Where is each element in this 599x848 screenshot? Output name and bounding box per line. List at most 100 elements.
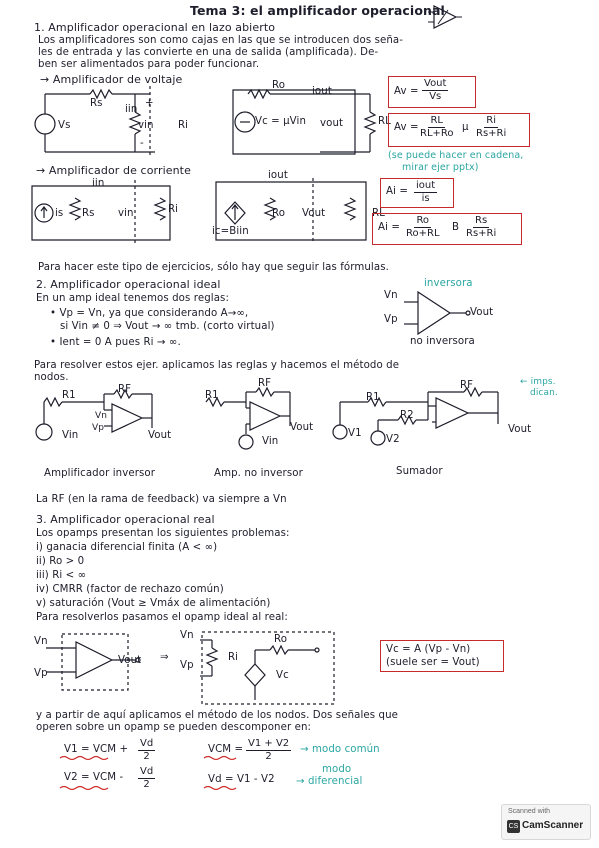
inv-vp: Vp — [92, 423, 105, 433]
section-2-heading: 2. Amplificador operacional ideal — [36, 278, 221, 291]
noinv-vin: Vin — [262, 436, 279, 447]
label-vc: Vc = μVin — [255, 116, 306, 127]
v1-frac-num: Vd — [138, 738, 156, 751]
page-title: Tema 3: el amplificador operacional — [190, 3, 445, 18]
caption-summing: Sumador — [396, 466, 443, 477]
noinv-vout: Vout — [290, 422, 314, 433]
cur-label-ro: Ro — [272, 208, 286, 219]
ai2-frac1: Ro Ro+RL — [406, 215, 440, 240]
label-ro: Ro — [272, 80, 286, 91]
cur-label-ic: ic=Biin — [212, 226, 249, 237]
ai2-lhs: Ai = — [378, 222, 400, 233]
opamp-doodle-icon — [428, 4, 462, 30]
inv-r1: R1 — [62, 390, 76, 401]
real-ri: Ri — [228, 652, 239, 663]
av-num: Vout — [422, 78, 449, 91]
av-den: Vs — [429, 91, 442, 102]
rf-feedback-note: La RF (en la rama de feedback) va siempr… — [36, 494, 287, 505]
rule-2: • Ient = 0 A pues Ri → ∞. — [50, 337, 181, 348]
real-vn: Vn — [34, 636, 48, 647]
av2-frac1: RL RL+Ro — [420, 115, 454, 140]
label-vn-ideal: Vn — [384, 290, 398, 301]
av-lhs: Av = — [394, 86, 419, 97]
problem-5: v) saturación (Vout ≥ Vmáx de alimentaci… — [36, 598, 271, 609]
av2-frac2: Ri Rs+Ri — [476, 115, 506, 140]
ideal-opamp-symbol — [400, 290, 480, 336]
ai2-d2: Rs+Ri — [466, 228, 497, 239]
noinv-rf: RF — [258, 378, 272, 389]
vd-note-2: → diferencial — [296, 776, 363, 787]
vc-note: (suele ser = Vout) — [386, 657, 480, 668]
cascade-note-1: (se puede hacer en cadena, — [388, 150, 524, 161]
problem-1: i) ganacia diferencial finita (A < ∞) — [36, 542, 218, 553]
real-vp: Vp — [34, 668, 48, 679]
label-iout: iout — [312, 86, 332, 97]
section-3-heading: 3. Amplificador operacional real — [36, 513, 215, 526]
imps-note-2: dican. — [530, 388, 558, 398]
av2-n2: Ri — [484, 115, 498, 128]
cur-label-ri: Ri — [168, 204, 179, 215]
label-rs: Rs — [90, 98, 103, 109]
current-amp-heading: → Amplificador de corriente — [36, 164, 191, 177]
ai-fraction: iout is — [414, 180, 438, 205]
v2-lhs: V2 = VCM - — [64, 772, 124, 783]
nodes-line-1: Para resolver estos ejer. aplicamos las … — [34, 360, 400, 371]
problem-3: iii) Ri < ∞ — [36, 570, 87, 581]
after-line-2: operen sobre un opamp se pueden descompo… — [36, 722, 312, 733]
label-inversora: inversora — [424, 278, 473, 289]
cascade-note-2: mirar ejer pptx) — [402, 162, 479, 173]
real-vn-2: Vn — [180, 630, 194, 641]
av-fraction: Vout Vs — [422, 78, 449, 103]
sum-v1: V1 — [348, 428, 362, 439]
problems-intro: Los opamps presentan los siguientes prob… — [36, 528, 290, 539]
real-opamp-model — [40, 630, 370, 708]
v2-frac-den: 2 — [143, 779, 150, 790]
vc-equation-box — [380, 640, 504, 672]
non-inverting-amp-circuit — [198, 384, 308, 454]
ai-lhs: Ai = — [386, 186, 408, 197]
problem-2: ii) Ro > 0 — [36, 556, 85, 567]
wavy-underlines — [60, 756, 170, 796]
intro-line-3: ben ser alimentados para poder funcionar… — [38, 59, 260, 70]
nodes-line-2: nodos. — [34, 372, 69, 383]
vd-note-1: modo — [322, 764, 352, 775]
label-vout: vout — [320, 118, 344, 129]
v2-frac-num: Vd — [138, 766, 156, 779]
problem-4: iv) CMRR (factor de rechazo común) — [36, 584, 224, 595]
summing-amp-circuit — [328, 380, 528, 458]
av2-box — [388, 113, 530, 147]
vc-equation: Vc = A (Vp - Vn) — [386, 644, 471, 655]
vd-equation: Vd = V1 - V2 — [208, 774, 275, 785]
v1-lhs: V1 = VCM + — [64, 744, 129, 755]
voltage-amplifier-circuit — [30, 86, 375, 158]
ai2-b: B — [452, 222, 460, 233]
label-rl: RL — [378, 116, 391, 127]
sum-r2: R2 — [400, 410, 414, 421]
rules-intro: En un amp ideal tenemos dos reglas: — [36, 293, 229, 304]
label-ri: Ri — [178, 120, 189, 131]
cur-label-iout: iout — [268, 170, 288, 181]
inv-vout: Vout — [148, 430, 172, 441]
cur-label-is: is — [55, 208, 64, 219]
ai2-box — [372, 213, 522, 245]
v1-frac-den: 2 — [143, 751, 150, 762]
rule-1a: • Vp = Vn, ya que considerando A→∞, — [50, 308, 249, 319]
inv-vn: Vn — [95, 411, 108, 421]
real-vc: Vc — [276, 670, 289, 681]
intro-line-2: les de entrada y las convierte en una de… — [38, 47, 379, 58]
ai2-n2: Rs — [473, 215, 490, 228]
label-plus: + — [145, 98, 154, 109]
label-vin: vin — [138, 120, 154, 131]
av-box — [388, 76, 476, 108]
av2-n1: RL — [428, 115, 446, 128]
after-line-1: y a partir de aquí aplicamos el método d… — [36, 710, 399, 721]
label-vp-ideal: Vp — [384, 314, 398, 325]
inv-vin: Vin — [62, 430, 79, 441]
intro-line-1: Los amplificadores son como cajas en las… — [38, 35, 404, 46]
label-no-inversora: no inversora — [410, 336, 475, 347]
av2-d2: Rs+Ri — [476, 128, 507, 139]
scanner-badge: Scanned with CS CamScanner — [501, 804, 591, 840]
real-arrow: ⇒ — [160, 652, 169, 663]
ai2-n1: Ro — [414, 215, 432, 228]
